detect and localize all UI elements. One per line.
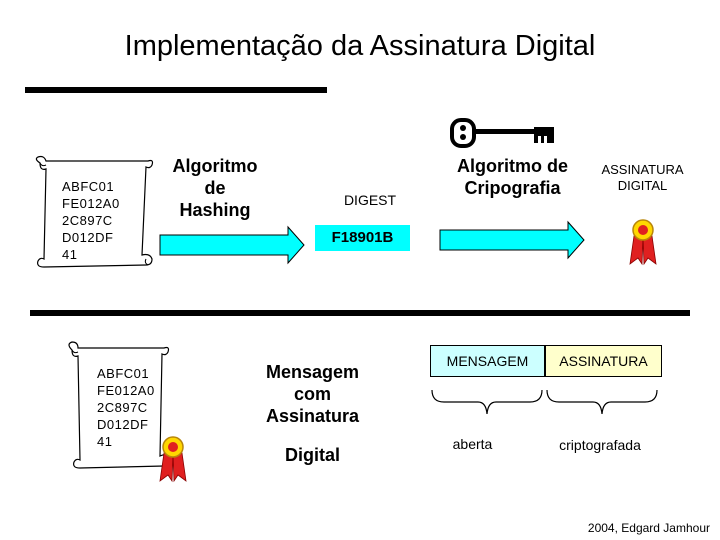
- scroll-line: FE012A0: [97, 383, 155, 398]
- title-underline: [25, 87, 327, 93]
- scroll-line: D012DF: [97, 417, 149, 432]
- scroll-line: 2C897C: [97, 400, 148, 415]
- section-divider: [30, 310, 690, 316]
- signature-box: ASSINATURA: [545, 345, 662, 377]
- digital-label: Digital: [284, 445, 340, 465]
- scroll-line: FE012A0: [62, 196, 120, 211]
- message-line: Mensagem: [265, 362, 360, 382]
- caption-encrypted: criptografada: [559, 437, 641, 453]
- signature-line: ASSINATURA: [601, 162, 684, 177]
- brace-icon: [431, 389, 543, 415]
- brace-icon: [546, 389, 658, 415]
- page-title: Implementação da Assinatura Digital: [124, 30, 596, 62]
- digest-value-box: F18901B: [315, 225, 410, 251]
- signature-line: DIGITAL: [617, 178, 668, 193]
- seal-icon: [159, 436, 187, 483]
- signature-label: ASSINATURA DIGITAL: [590, 162, 695, 194]
- message-line: Assinatura: [265, 406, 360, 426]
- hashing-label: Algoritmo de Hashing: [160, 155, 270, 221]
- message-box: MENSAGEM: [430, 345, 545, 377]
- message-box-label: MENSAGEM: [446, 353, 529, 369]
- digest-value: F18901B: [331, 229, 394, 246]
- scroll-line: ABFC01: [62, 179, 115, 194]
- crypto-line: Cripografia: [464, 178, 561, 198]
- right-arrow-icon: [159, 225, 305, 265]
- crypto-label: Algoritmo de Cripografia: [440, 155, 585, 199]
- scroll-line: 2C897C: [62, 213, 113, 228]
- message-line: com: [293, 384, 331, 404]
- message-with-signature-label: Mensagem com Assinatura: [240, 361, 385, 427]
- hashing-line: Algoritmo: [172, 156, 258, 176]
- scroll-text-bottom: ABFC01 FE012A0 2C897C D012DF 41: [97, 365, 155, 450]
- scroll-line: 41: [62, 247, 78, 262]
- seal-icon: [629, 219, 657, 266]
- crypto-line: Algoritmo de: [457, 156, 568, 176]
- key-icon: [450, 118, 554, 148]
- digest-label: DIGEST: [343, 192, 397, 208]
- scroll-line: 41: [97, 434, 113, 449]
- right-arrow-icon: [439, 220, 585, 260]
- hashing-line: Hashing: [179, 200, 251, 220]
- scroll-text-top: ABFC01 FE012A0 2C897C D012DF 41: [62, 178, 120, 263]
- signature-box-label: ASSINATURA: [559, 353, 648, 369]
- scroll-line: ABFC01: [97, 366, 150, 381]
- scroll-icon: [35, 155, 154, 268]
- footer-credit: 2004, Edgard Jamhour: [587, 521, 710, 535]
- scroll-line: D012DF: [62, 230, 114, 245]
- hashing-line: de: [204, 178, 226, 198]
- caption-open: aberta: [452, 436, 493, 452]
